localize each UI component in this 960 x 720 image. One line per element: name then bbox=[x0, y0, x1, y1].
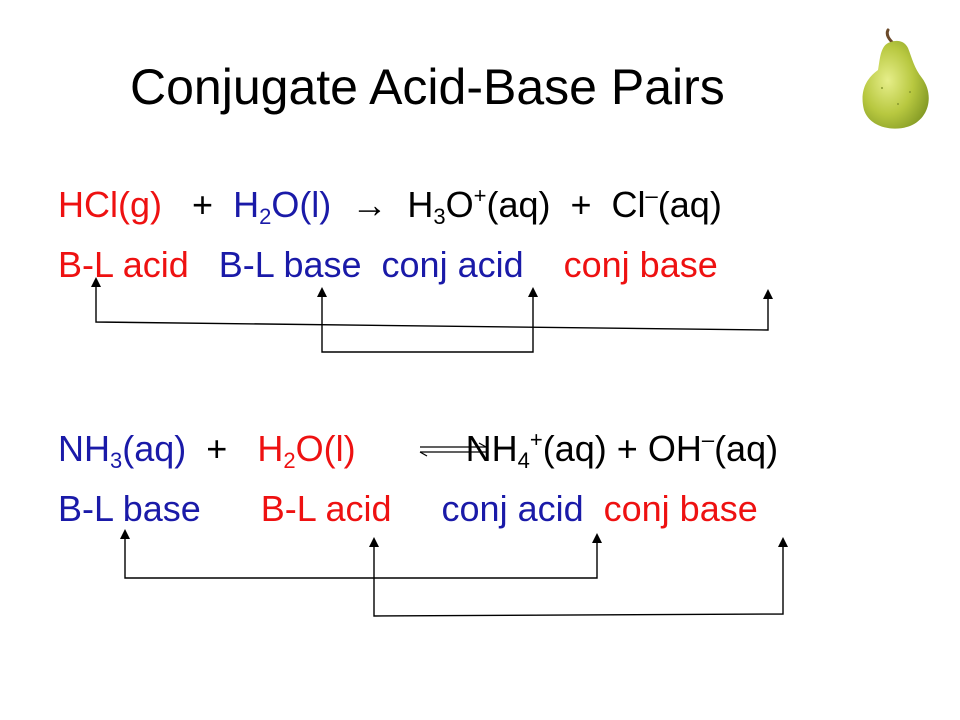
reaction2-product1: NH4+(aq) bbox=[465, 427, 607, 473]
equilibrium-arrow-icon bbox=[419, 442, 487, 457]
reaction1-equation: HCl(g) + H2O(l) → H3O+(aq) + Cl–(aq) bbox=[58, 183, 722, 229]
reaction2-plus2: + bbox=[616, 428, 638, 469]
reaction1-inner-pair-arrow bbox=[317, 287, 538, 353]
reaction1-plus2: + bbox=[570, 184, 592, 225]
reaction1-product2: Cl–(aq) bbox=[611, 183, 722, 225]
reaction1-reactant1: HCl(g) bbox=[58, 184, 162, 225]
reaction2-base-label: B-L base bbox=[58, 488, 201, 529]
reaction2-product2: OH–(aq) bbox=[647, 427, 779, 469]
reaction2-conj-base-label: conj base bbox=[603, 488, 758, 529]
reaction2-conj-acid-label: conj acid bbox=[441, 488, 584, 529]
pear-icon bbox=[862, 28, 929, 129]
reaction2-labels: B-L base B-L acid conj acid conj base bbox=[58, 488, 758, 530]
reaction2-plus1: + bbox=[206, 428, 228, 469]
reaction2-acid-pair-arrow bbox=[369, 537, 788, 617]
reaction2-equation: NH3(aq) + H2O(l) NH4+(aq) + OH–(aq) bbox=[58, 427, 779, 473]
reaction1-outer-pair-arrow bbox=[91, 277, 773, 331]
slide-title: Conjugate Acid-Base Pairs bbox=[130, 59, 725, 115]
reaction2-base-pair-arrow bbox=[120, 529, 602, 579]
reaction1-reactant2: H2O(l) bbox=[233, 184, 332, 229]
reaction1-product1: H3O+(aq) bbox=[407, 183, 551, 229]
reaction-arrow-icon: → bbox=[351, 184, 388, 225]
reaction2-reactant2: H2O(l) bbox=[257, 428, 356, 473]
reaction2-reactant1: NH3(aq) bbox=[58, 428, 187, 473]
reaction2-acid-label: B-L acid bbox=[260, 488, 392, 529]
reaction1-plus1: + bbox=[192, 184, 214, 225]
